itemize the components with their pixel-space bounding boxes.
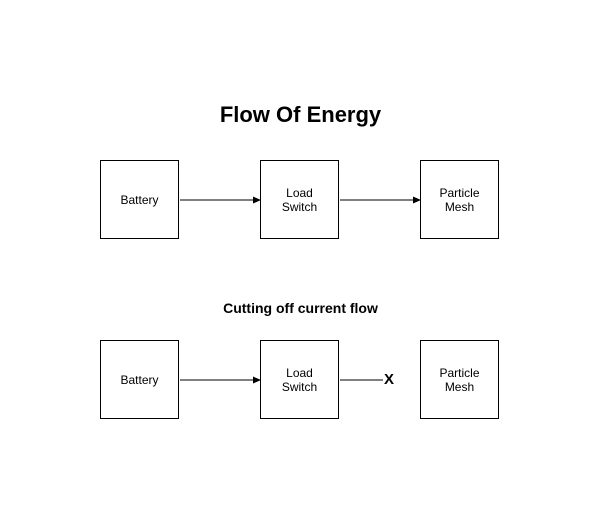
battery-box-cut: Battery xyxy=(100,340,179,419)
battery-label: Battery xyxy=(120,192,159,207)
load-switch-box: Load Switch xyxy=(260,160,339,239)
section-subtitle: Cutting off current flow xyxy=(223,300,378,316)
particle-mesh-box-cut: Particle Mesh xyxy=(420,340,499,419)
particle-mesh-label-cut: Particle Mesh xyxy=(439,365,480,394)
load-switch-label: Load Switch xyxy=(281,185,318,214)
load-switch-label-cut: Load Switch xyxy=(281,365,318,394)
particle-mesh-box: Particle Mesh xyxy=(420,160,499,239)
battery-label-cut: Battery xyxy=(120,372,159,387)
cut-x-mark: X xyxy=(383,371,394,388)
particle-mesh-label: Particle Mesh xyxy=(439,185,480,214)
diagram-title: Flow Of Energy xyxy=(219,102,382,127)
battery-box: Battery xyxy=(100,160,179,239)
load-switch-box-cut: Load Switch xyxy=(260,340,339,419)
